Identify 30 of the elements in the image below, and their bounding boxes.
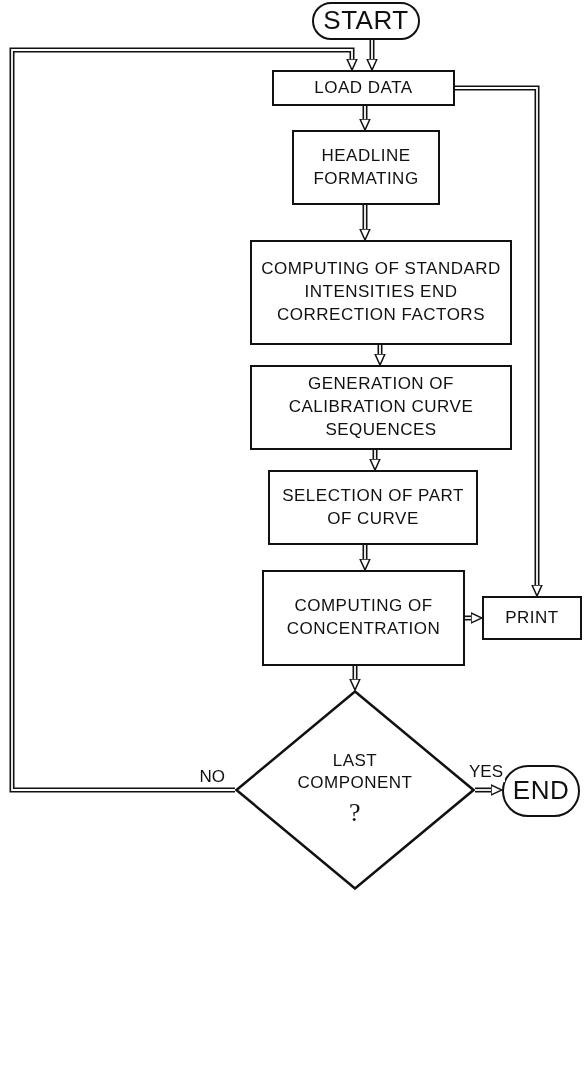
process-box: [292, 130, 440, 205]
process-box: [272, 70, 455, 106]
question-mark: ?: [348, 797, 361, 830]
node-label: COMPUTING OF CONCENTRATION: [285, 595, 442, 640]
double-line-arrow: [9, 47, 358, 793]
double-line-arrow: [465, 612, 483, 624]
edge-label: YES: [467, 762, 506, 782]
node-label: GENERATION OF CALIBRATION CURVE SEQUENCES: [287, 373, 475, 441]
double-line-arrow: [475, 784, 503, 796]
double-line-arrow: [455, 85, 543, 597]
process-box: [250, 240, 512, 345]
process-box: [250, 365, 512, 450]
node-label: COMPUTING OF STANDARD INTENSITIES END CORRECTION FACTORS: [260, 258, 502, 326]
node-label: END: [512, 774, 570, 808]
node-label: SELECTION OF PART OF CURVE: [281, 484, 465, 530]
node-label: HEADLINE FORMATING: [312, 144, 420, 190]
node-label: LAST COMPONENT: [296, 749, 414, 795]
double-line-arrow: [374, 345, 386, 366]
double-line-arrow: [359, 545, 371, 571]
double-line-arrow: [359, 106, 371, 131]
double-line-arrow: [366, 40, 378, 71]
double-line-arrow: [359, 205, 371, 241]
double-line-arrow: [369, 450, 381, 471]
node-label: LOAD DATA: [314, 76, 413, 99]
process-box: [268, 470, 478, 545]
node-label: START: [323, 4, 409, 38]
double-line-arrow: [349, 666, 361, 691]
process-box: [262, 570, 465, 666]
node-label: PRINT: [505, 606, 559, 629]
process-box: [482, 596, 582, 640]
